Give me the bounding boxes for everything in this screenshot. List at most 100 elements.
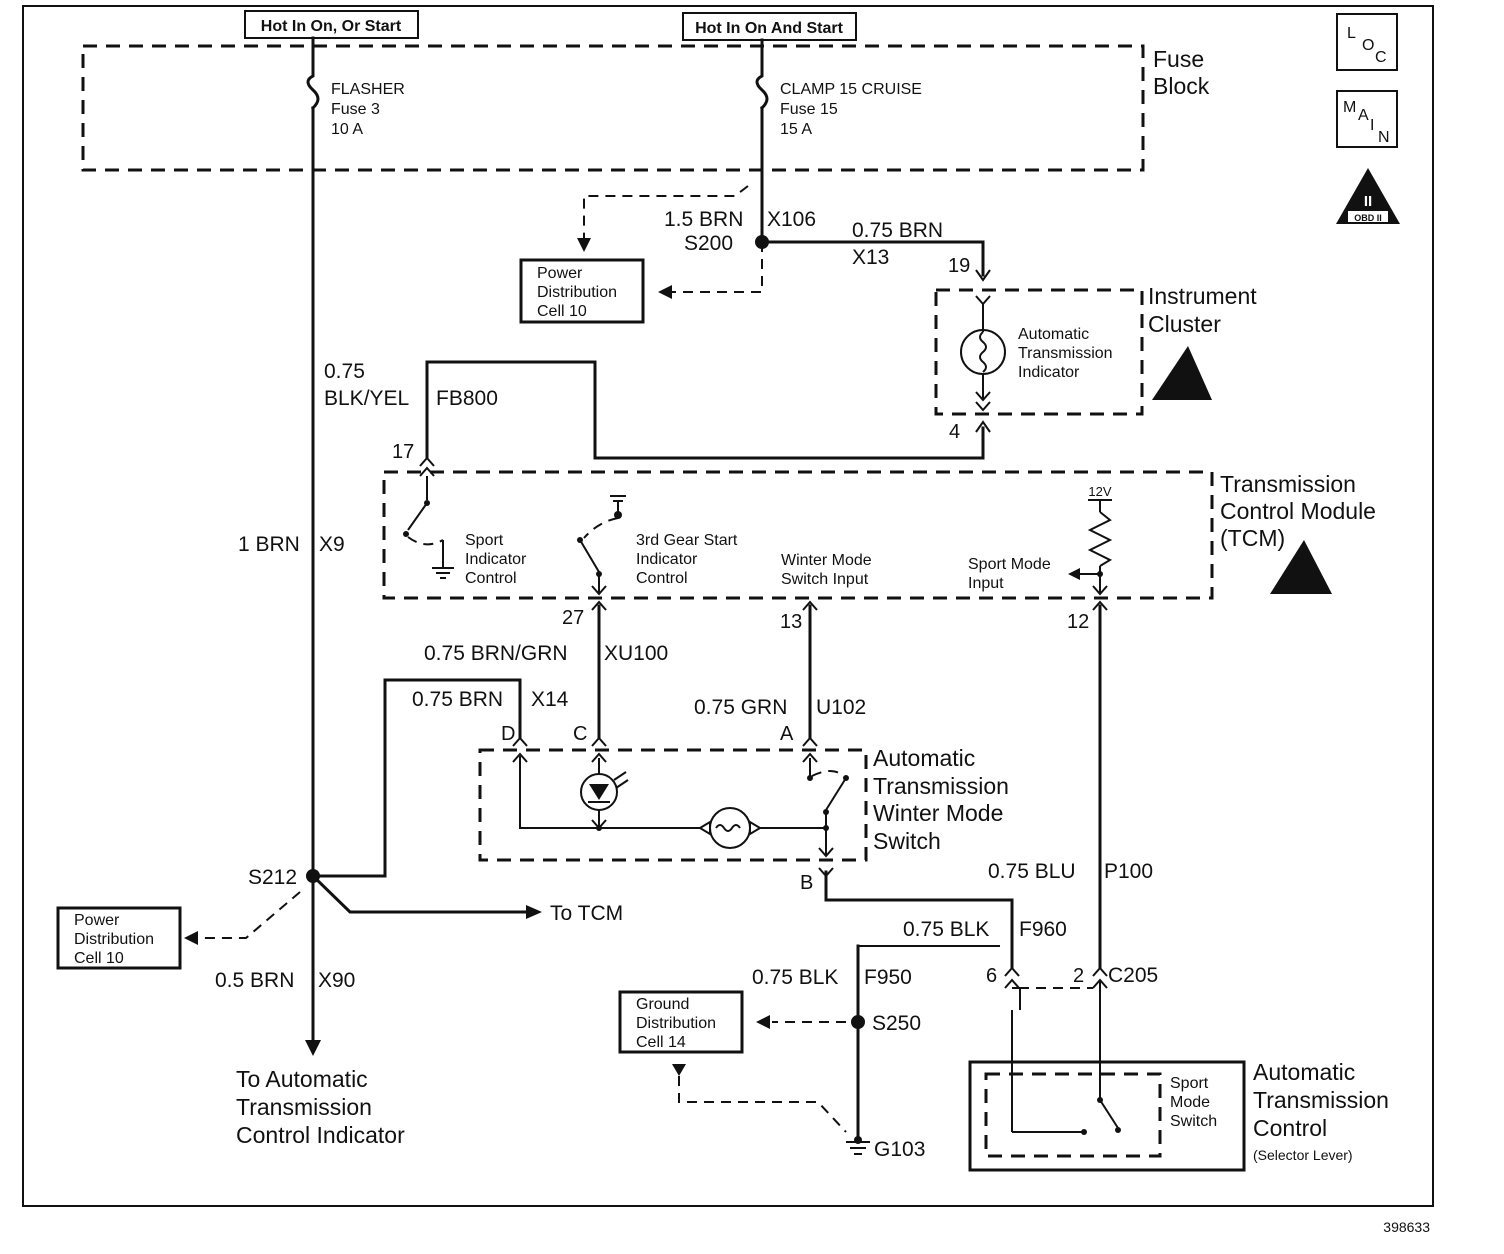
wire-label-f950: F950 [864, 966, 912, 989]
wire-label-fb800: FB800 [436, 387, 498, 410]
svg-text:Power: Power [537, 265, 583, 282]
hot-on-and-start-box: Hot In On And Start [682, 12, 857, 41]
svg-text:Mode: Mode [1170, 1094, 1210, 1111]
power-distribution-cell-10-top: Power Distribution Cell 10 [519, 258, 645, 324]
svg-text:Control: Control [1253, 1115, 1327, 1141]
to-at-indicator-line-3: Control Indicator [236, 1122, 405, 1148]
svg-text:OBD II: OBD II [1354, 213, 1382, 223]
svg-text:Cell 10: Cell 10 [74, 950, 124, 967]
wire-label-0-75-blk-f950: 0.75 BLK [752, 966, 838, 989]
svg-text:Power: Power [74, 912, 120, 929]
pin-17: 17 [392, 441, 414, 463]
dashed-branch-top [583, 185, 749, 240]
svg-text:Sport: Sport [465, 532, 504, 549]
svg-text:Distribution: Distribution [74, 931, 154, 948]
svg-text:A: A [1358, 107, 1369, 124]
fuse15-rating: 15 A [780, 121, 812, 138]
pin-C: C [573, 723, 587, 745]
svg-text:Indicator: Indicator [1018, 364, 1080, 381]
svg-text:I: I [1370, 117, 1374, 134]
fuse15-name: CLAMP 15 CRUISE [780, 81, 922, 98]
pin-19: 19 [948, 255, 970, 277]
svg-text:12V: 12V [1088, 484, 1111, 499]
svg-text:II: II [1364, 193, 1372, 210]
wire-label-0-75-brn-grn: 0.75 BRN/GRN [424, 642, 568, 665]
wire-label-x106: X106 [767, 208, 816, 231]
svg-text:Distribution: Distribution [636, 1015, 716, 1032]
svg-text:Sport: Sport [1170, 1075, 1209, 1092]
loc-badge: L O C [1336, 13, 1398, 71]
wire-label-1-5-brn: 1.5 BRN [664, 208, 743, 231]
power-distribution-cell-10-left: Power Distribution Cell 10 [56, 906, 182, 970]
fuse-block-label-1: Fuse [1153, 46, 1204, 72]
pin-4: 4 [949, 421, 960, 443]
svg-text:Transmission: Transmission [873, 773, 1009, 799]
svg-text:Winter Mode: Winter Mode [781, 552, 872, 569]
svg-text:Distribution: Distribution [537, 284, 617, 301]
at-control-selector-lever: Sport Mode Switch Automatic Transmission… [968, 980, 1389, 1172]
wire-label-0-75-grn: 0.75 GRN [694, 696, 787, 719]
wire-label-x9: X9 [319, 533, 345, 556]
svg-text:C: C [1375, 49, 1387, 66]
svg-text:(TCM): (TCM) [1220, 525, 1285, 551]
pin-2: 2 [1073, 965, 1084, 987]
tcm-module: Transmission Control Module (TCM) Sport … [382, 466, 1376, 600]
to-tcm-label: To TCM [550, 902, 623, 925]
dashed-branch-to-power-dist [670, 242, 763, 293]
diagram-frame [22, 5, 1434, 1207]
esd-warning-icon-tcm [1270, 540, 1332, 594]
ground-label-g103: G103 [874, 1138, 925, 1161]
connector-label-c205: C205 [1108, 964, 1158, 987]
svg-text:Control: Control [465, 570, 517, 587]
wire-label-0-75-brn: 0.75 BRN [852, 219, 943, 242]
svg-text:Instrument: Instrument [1148, 283, 1257, 309]
fuse3-symbol [306, 36, 320, 111]
svg-text:Cluster: Cluster [1148, 311, 1221, 337]
to-at-indicator-line-2: Transmission [236, 1094, 372, 1120]
wire-label-0-75-blu: 0.75 BLU [988, 860, 1076, 883]
wire-label-f960: F960 [1019, 918, 1067, 941]
svg-text:Winter Mode: Winter Mode [873, 800, 1003, 826]
fuse-block-label-2: Block [1153, 73, 1210, 99]
svg-text:Input: Input [968, 575, 1004, 592]
svg-text:Control: Control [636, 570, 688, 587]
svg-text:Control Module: Control Module [1220, 498, 1376, 524]
pin-13: 13 [780, 611, 802, 633]
svg-text:Switch: Switch [873, 828, 941, 854]
fuse3-name: FLASHER [331, 81, 405, 98]
hot-on-or-start-label: Hot In On, Or Start [261, 18, 402, 35]
wire-0-75-blk-f960 [824, 870, 1014, 970]
splice-label-s200: S200 [684, 232, 733, 255]
splice-s250 [851, 1015, 865, 1029]
svg-text:Automatic: Automatic [873, 745, 975, 771]
fuse15-number: Fuse 15 [780, 101, 838, 118]
ground-distribution-cell-14: Ground Distribution Cell 14 [618, 990, 744, 1054]
wire-label-0-75: 0.75 [324, 360, 365, 383]
wire-label-u102: U102 [816, 696, 866, 719]
hot-on-and-start-label: Hot In On And Start [695, 20, 844, 37]
wire-label-1-brn: 1 BRN [238, 533, 300, 556]
esd-warning-icon [1152, 346, 1212, 400]
svg-text:M: M [1343, 99, 1356, 116]
svg-text:N: N [1378, 129, 1390, 146]
fuse-block: Fuse Block FLASHER Fuse 3 10 A CLAMP 15 … [81, 36, 1210, 172]
wire-to-tcm [310, 873, 530, 914]
pin-27: 27 [562, 607, 584, 629]
fuse15-symbol [755, 38, 769, 111]
svg-text:Cell 10: Cell 10 [537, 303, 587, 320]
figure-id: 398633 [1383, 1219, 1430, 1235]
hot-on-or-start-box: Hot In On, Or Start [244, 10, 419, 39]
svg-text:Automatic: Automatic [1253, 1059, 1355, 1085]
pin-12: 12 [1067, 611, 1089, 633]
wire-label-0-75-brn-x14: 0.75 BRN [412, 688, 503, 711]
wire-0-75-blk-yel-fb800 [425, 360, 985, 460]
pin-D: D [501, 723, 515, 745]
wire-label-0-75-blk-f960: 0.75 BLK [903, 918, 989, 941]
wire-label-0-5-brn: 0.5 BRN [215, 969, 294, 992]
svg-text:Indicator: Indicator [636, 551, 698, 568]
svg-text:Indicator: Indicator [465, 551, 527, 568]
ground-g103-icon [846, 1136, 870, 1155]
connector-c205: 6 2 C205 [986, 964, 1158, 989]
pin-B: B [800, 872, 813, 894]
